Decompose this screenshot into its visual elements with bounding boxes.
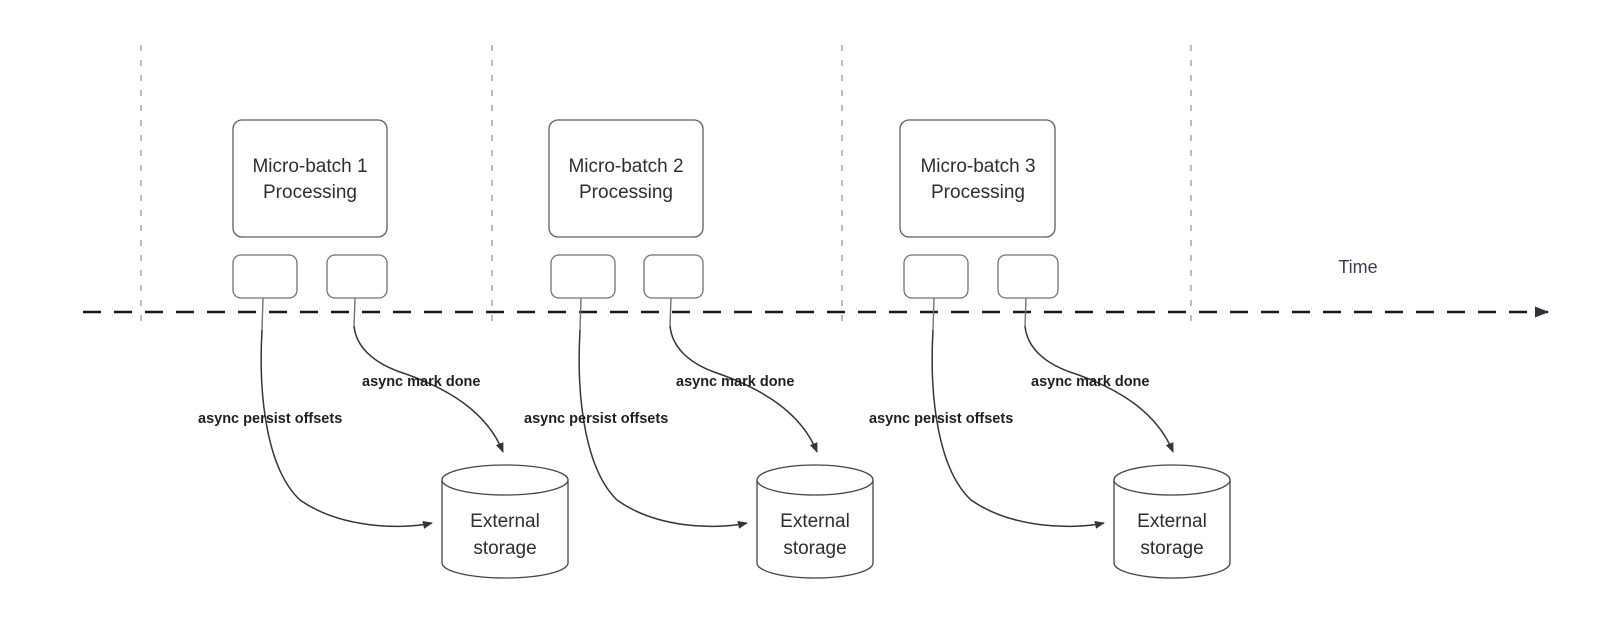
external-storage-1-line1: External xyxy=(470,511,540,532)
micro-batch-box-1-line1: Micro-batch 1 xyxy=(252,156,367,177)
micro-batch-box-3[interactable] xyxy=(899,119,1056,238)
external-storage-2[interactable]: External storage xyxy=(756,464,874,579)
task-box-3-left[interactable] xyxy=(903,254,969,299)
edge-label-mark-done-2: async mark done xyxy=(676,374,794,390)
external-storage-1[interactable]: External storage xyxy=(441,464,569,579)
time-axis-label: Time xyxy=(1338,257,1377,277)
flow-persist-offsets-2 xyxy=(578,329,748,529)
task-box-3-right[interactable] xyxy=(997,254,1059,299)
micro-batch-box-2-line2: Processing xyxy=(579,182,673,203)
micro-batch-group-3: Micro-batch 3 Processing async persist o… xyxy=(869,119,1231,579)
micro-batch-box-3-line2: Processing xyxy=(931,182,1025,203)
micro-batch-group-1: Micro-batch 1 Processing async persist o… xyxy=(198,119,569,579)
edge-label-mark-done-1: async mark done xyxy=(362,374,480,390)
edge-label-persist-offsets-2: async persist offsets xyxy=(524,411,668,427)
micro-batch-box-1-line2: Processing xyxy=(263,182,357,203)
external-storage-2-line2: storage xyxy=(783,538,846,559)
external-storage-3[interactable]: External storage xyxy=(1113,464,1231,579)
task-box-3-left-stem xyxy=(932,297,935,331)
task-box-1-left[interactable] xyxy=(232,254,298,299)
flow-mark-done-1 xyxy=(353,325,504,453)
micro-batch-box-2-line1: Micro-batch 2 xyxy=(568,156,683,177)
flow-mark-done-3 xyxy=(1024,325,1174,453)
external-storage-2-line1: External xyxy=(780,511,850,532)
cylinder-top-3 xyxy=(1113,464,1231,496)
task-box-2-right[interactable] xyxy=(643,254,704,299)
external-storage-3-line2: storage xyxy=(1140,538,1203,559)
task-box-1-right-stem xyxy=(353,297,356,327)
task-box-2-right-stem xyxy=(669,297,672,327)
edge-label-persist-offsets-1: async persist offsets xyxy=(198,411,342,427)
task-box-3-right-stem xyxy=(1024,297,1027,327)
external-storage-3-line1: External xyxy=(1137,511,1207,532)
task-box-1-left-stem xyxy=(261,297,264,331)
task-box-1-right[interactable] xyxy=(326,254,388,299)
edge-label-mark-done-3: async mark done xyxy=(1031,374,1149,390)
micro-batch-box-1[interactable] xyxy=(232,119,388,238)
cylinder-top-2 xyxy=(756,464,874,496)
micro-batch-box-2[interactable] xyxy=(548,119,704,238)
divider-lines xyxy=(140,45,1192,322)
task-box-2-left-stem xyxy=(579,297,582,331)
cylinder-top-1 xyxy=(441,464,569,496)
external-storage-1-line2: storage xyxy=(473,538,536,559)
flow-persist-offsets-1 xyxy=(260,329,433,529)
flow-mark-done-2 xyxy=(669,325,818,453)
micro-batch-box-3-line1: Micro-batch 3 xyxy=(920,156,1035,177)
flow-persist-offsets-3 xyxy=(931,329,1105,529)
edge-label-persist-offsets-3: async persist offsets xyxy=(869,411,1013,427)
micro-batch-group-2: Micro-batch 2 Processing async persist o… xyxy=(524,119,874,579)
task-box-2-left[interactable] xyxy=(550,254,616,299)
